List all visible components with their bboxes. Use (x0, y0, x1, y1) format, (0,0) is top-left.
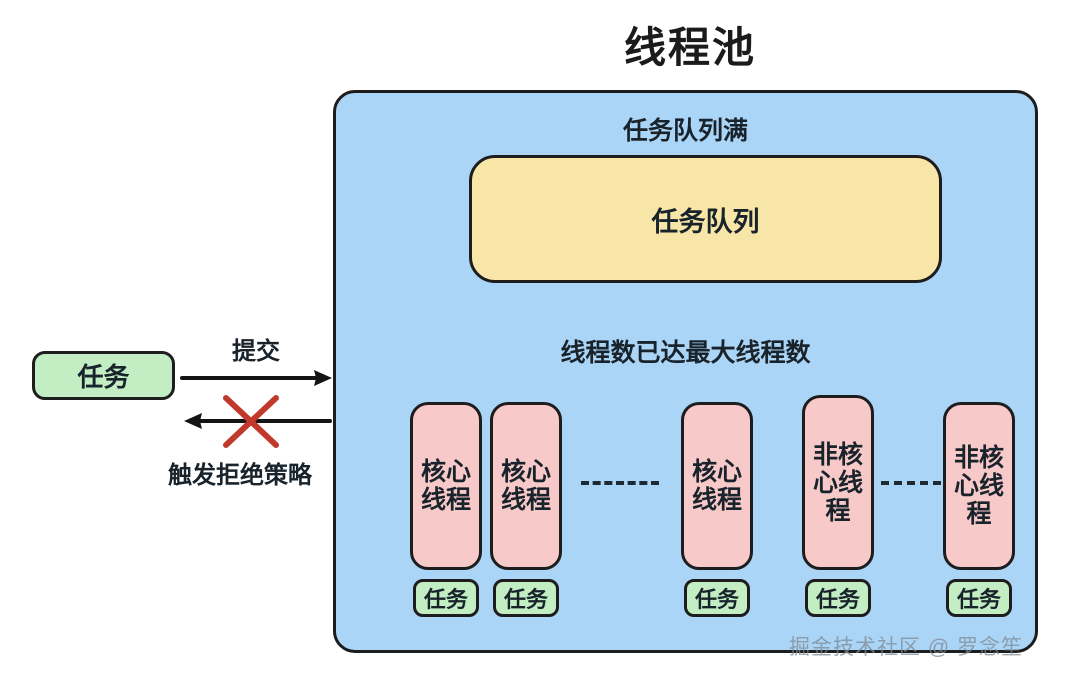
thread-label-line: 程 (966, 500, 992, 528)
thread-slot-4: 非核 心线 程 任务 (802, 395, 874, 617)
dashed-connector-core (581, 481, 659, 485)
thread-label-line: 线程 (691, 486, 742, 514)
non-core-thread-box-2: 非核 心线 程 (943, 402, 1015, 570)
watermark: 掘金技术社区 @ 罗念笙 (789, 636, 1023, 659)
thread-label-line: 心线 (812, 468, 863, 497)
non-core-thread-box-1: 非核 心线 程 (802, 395, 874, 570)
flow-arrows (180, 370, 332, 448)
core-thread-box-2: 核心 线程 (490, 402, 562, 570)
thread-label-line: 非核 (953, 444, 1004, 472)
threads-row: 核心 线程 任务 核心 线程 任务 核心 线程 (336, 393, 1041, 623)
thread-slot-1: 核心 线程 任务 (410, 402, 482, 617)
thread-task-chip-5: 任务 (946, 579, 1012, 617)
thread-label-line: 线程 (420, 486, 471, 514)
thread-label-line: 非核 (812, 440, 863, 469)
task-queue-box: 任务队列 (469, 155, 942, 283)
thread-label-line: 心线 (953, 472, 1004, 500)
thread-task-chip-1: 任务 (413, 579, 479, 617)
dashed-connector-noncore (881, 481, 941, 485)
thread-slot-2: 核心 线程 任务 (490, 402, 562, 617)
thread-label-line: 线程 (500, 486, 551, 514)
core-thread-box-3: 核心 线程 (681, 402, 753, 570)
queue-full-caption: 任务队列满 (622, 117, 748, 145)
task-queue-label: 任务队列 (651, 206, 760, 237)
core-thread-box-1: 核心 线程 (410, 402, 482, 570)
thread-label-line: 核心 (691, 458, 742, 486)
thread-label-line: 核心 (500, 458, 551, 486)
thread-task-chip-3: 任务 (684, 579, 750, 617)
thread-label-line: 核心 (420, 458, 471, 486)
thread-pool-container: 任务队列满 任务队列 线程数已达最大线程数 核心 线程 任务 核心 线程 任务 (333, 90, 1041, 659)
thread-slot-3: 核心 线程 任务 (681, 402, 753, 617)
thread-task-chip-2: 任务 (493, 579, 559, 617)
thread-task-chip-4: 任务 (805, 579, 871, 617)
thread-label-line: 程 (825, 496, 851, 525)
page-title: 线程池 (623, 24, 756, 71)
thread-slot-5: 非核 心线 程 任务 (943, 402, 1015, 617)
source-task-box: 任务 (32, 351, 175, 400)
submit-label: 提交 (232, 338, 280, 365)
max-threads-caption: 线程数已达最大线程数 (560, 339, 811, 367)
reject-policy-label: 触发拒绝策略 (168, 462, 312, 489)
